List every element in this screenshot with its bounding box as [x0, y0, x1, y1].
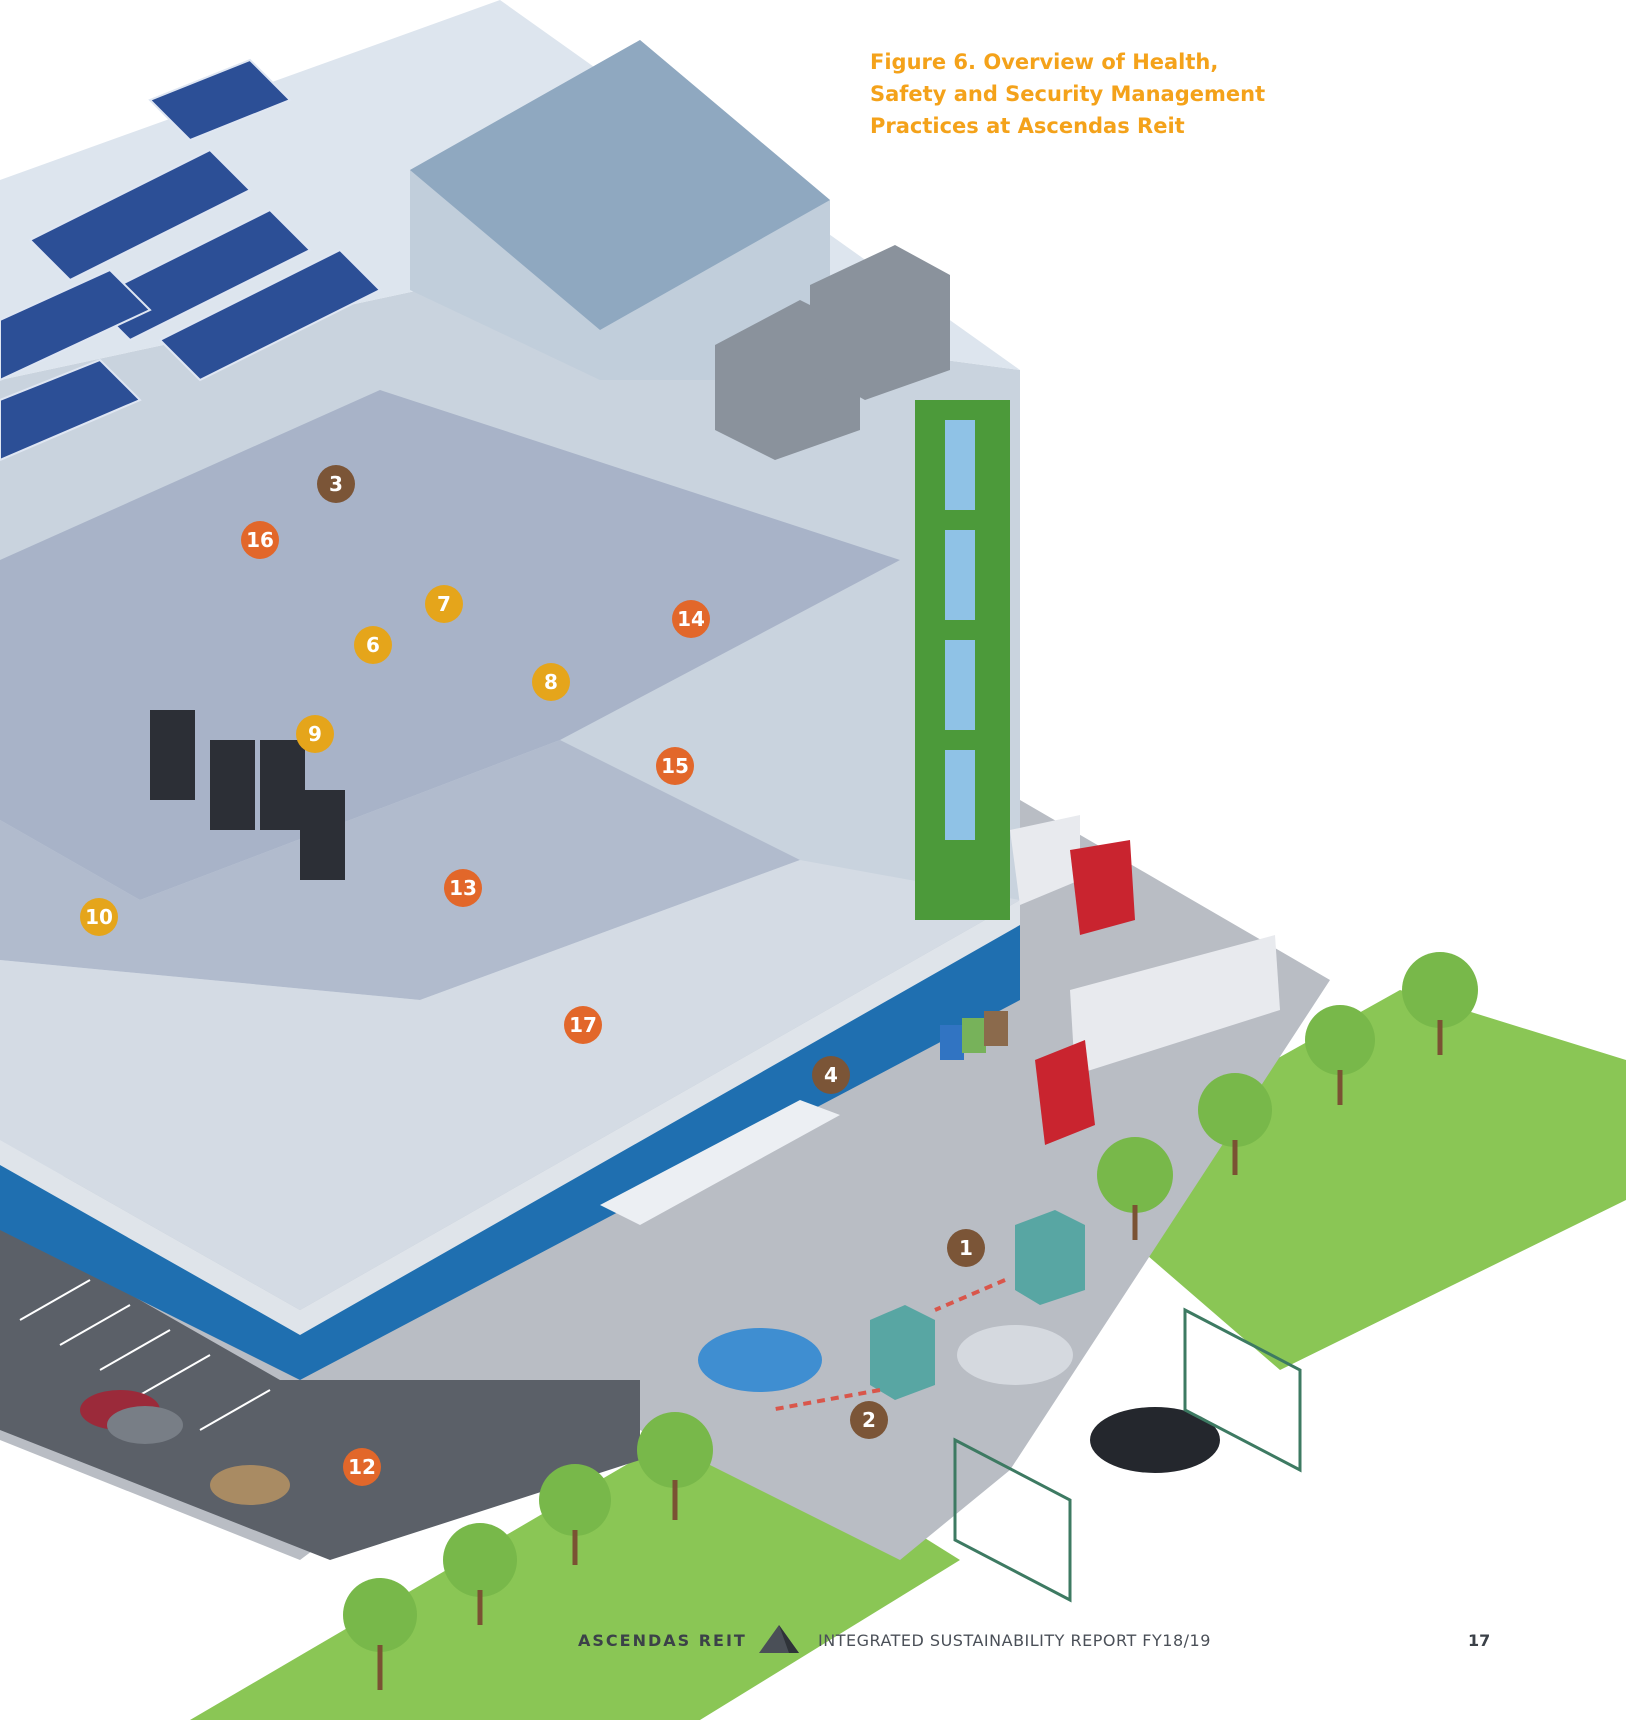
grass-lawn-right: [1060, 990, 1626, 1370]
guard-booths: [769, 1210, 1085, 1412]
callout-badge-6: 6: [354, 626, 392, 664]
solar-panels: [0, 58, 382, 462]
footer-brand: ASCENDAS REIT: [578, 1631, 747, 1650]
brand-logo-icon: [759, 1625, 799, 1653]
figure-title: Figure 6. Overview of Health, Safety and…: [870, 50, 1266, 138]
trees: [343, 952, 1478, 1652]
callout-badge-16: 16: [241, 521, 279, 559]
callout-badge-14: 14: [672, 600, 710, 638]
floor-lower: [0, 860, 1020, 1310]
callout-badge-10: 10: [80, 898, 118, 936]
tree-trunks: [377, 1020, 1443, 1690]
shelter: [600, 1100, 840, 1225]
hvac-units: [715, 245, 950, 460]
callout-badge-3: 3: [317, 465, 355, 503]
callout-badge-2: 2: [850, 1401, 888, 1439]
page-number: 17: [1468, 1631, 1491, 1650]
footer-report-title: INTEGRATED SUSTAINABILITY REPORT FY18/19: [818, 1631, 1211, 1650]
callout-badge-1: 1: [947, 1229, 985, 1267]
green-wall-windows: [945, 420, 975, 840]
cars: [80, 1325, 1220, 1505]
callout-badge-8: 8: [532, 663, 570, 701]
callout-badge-9: 9: [296, 715, 334, 753]
security-gates: [953, 1307, 1302, 1603]
callout-badge-4: 4: [812, 1056, 850, 1094]
parking-lines: [19, 1279, 271, 1431]
server-racks: [150, 710, 345, 880]
callout-badge-17: 17: [564, 1006, 602, 1044]
basement-parking: [0, 1220, 640, 1560]
floor-middle: [0, 740, 800, 1000]
roof-annex-top: [410, 40, 830, 330]
callout-badge-13: 13: [444, 869, 482, 907]
recycling-bins: [940, 1011, 1008, 1060]
trucks: [1010, 815, 1280, 1145]
callout-badge-7: 7: [425, 585, 463, 623]
callout-badge-15: 15: [656, 747, 694, 785]
callout-badge-12: 12: [343, 1448, 381, 1486]
